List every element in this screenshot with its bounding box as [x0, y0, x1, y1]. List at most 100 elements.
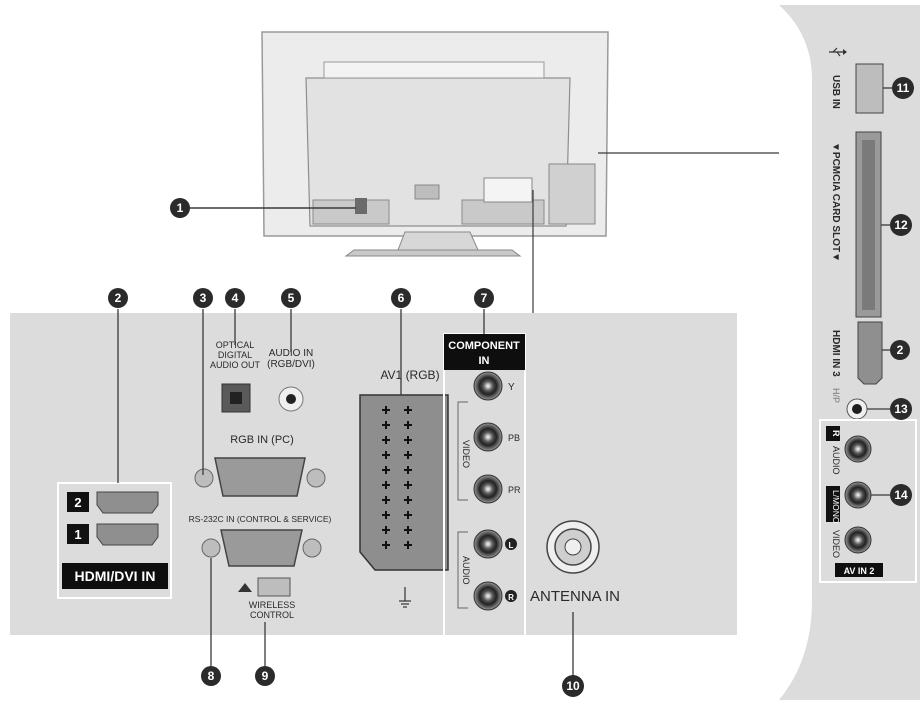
scart-pin: [382, 496, 390, 504]
optical-port-inner: [230, 392, 242, 404]
scart-pin: [404, 481, 412, 489]
svg-text:2: 2: [897, 343, 904, 357]
av1-rgb-label: AV1 (RGB): [380, 368, 439, 382]
component-pb-jack[interactable]: [473, 422, 503, 452]
tv-side-port-area: [548, 163, 596, 225]
optical-label-line2: DIGITAL: [218, 350, 252, 360]
av2-audio-r-jack[interactable]: [844, 435, 872, 463]
svg-text:13: 13: [894, 402, 908, 416]
callout-badge-3: 3: [193, 288, 213, 308]
rgb-in-pc-port[interactable]: [214, 457, 306, 497]
component-l-label: L: [509, 541, 514, 550]
av2-audio-l-jack[interactable]: [844, 481, 872, 509]
wireless-label-line1: WIRELESS: [249, 600, 296, 610]
side-connection-panel: [779, 5, 920, 700]
component-in-group: COMPONENT IN Y PB PR VIDEO L R AUDIO: [443, 333, 526, 660]
rs232-screw-right: [302, 538, 322, 558]
scart-pin: [404, 526, 412, 534]
av2-video-jack[interactable]: [844, 526, 872, 554]
av2-audio-label: AUDIO: [831, 446, 841, 475]
svg-text:6: 6: [398, 291, 405, 305]
svg-text:3: 3: [200, 291, 207, 305]
hdmi-port-2-tag: [67, 492, 89, 512]
tv-rear-view: [261, 31, 609, 257]
svg-text:8: 8: [208, 669, 215, 683]
hdmi-group-frame: [57, 482, 172, 599]
av-in-2-group: VIDEO L/MONO AUDIO R AV IN 2: [819, 419, 917, 583]
rs232c-label: RS-232C IN (CONTROL & SERVICE): [189, 514, 332, 524]
tv-stand-base: [344, 249, 522, 257]
callout-badge-2-side: 2: [890, 340, 910, 360]
component-pr-jack[interactable]: [473, 474, 503, 504]
rs232c-port[interactable]: [220, 529, 303, 567]
hdmi-port-1-number: 1: [74, 527, 81, 542]
component-y-label: Y: [508, 382, 515, 393]
av2-mono-tag: [826, 486, 840, 522]
scart-pin: [382, 436, 390, 444]
svg-text:2: 2: [115, 291, 122, 305]
av2-r-label: R: [831, 430, 841, 437]
svg-text:11: 11: [897, 81, 910, 95]
scart-pin: [382, 481, 390, 489]
component-label-plate: [444, 334, 525, 370]
component-l-badge: [505, 538, 517, 550]
scart-pin: [382, 406, 390, 414]
scart-pin: [404, 511, 412, 519]
callout-badge-11: 11: [892, 77, 914, 99]
scart-pin: [404, 541, 412, 549]
callout-lines: [117, 87, 893, 676]
av2-video-label: VIDEO: [831, 530, 841, 558]
usb-in-label: USB IN: [830, 75, 841, 109]
scart-pin: [404, 451, 412, 459]
audio-in-label-line1: AUDIO IN: [269, 348, 313, 359]
scart-pin: [404, 436, 412, 444]
audio-bracket-label: AUDIO: [461, 556, 471, 585]
component-label-line2: IN: [479, 355, 490, 367]
scart-pin: [382, 421, 390, 429]
headphone-jack[interactable]: [852, 404, 862, 414]
av2-mono-label: L/MONO: [831, 490, 841, 524]
scart-pin: [382, 541, 390, 549]
usb-icon: [829, 47, 847, 57]
hdmi-port-2-number: 2: [74, 495, 81, 510]
svg-text:7: 7: [481, 291, 488, 305]
hdmi-port-1-tag: [67, 524, 89, 544]
tv-rear-vent: [414, 184, 440, 200]
av1-scart-port[interactable]: [359, 394, 449, 571]
hdmi-port-1[interactable]: [96, 523, 159, 546]
component-audio-r-jack[interactable]: [473, 581, 503, 611]
tv-rear-port-area-left: [312, 199, 390, 225]
audio-in-label-line2: (RGB/DVI): [267, 359, 315, 370]
pcmcia-slot-opening: [862, 140, 875, 310]
callout-badge-13: 13: [890, 398, 912, 420]
audio-in-jack[interactable]: [286, 394, 296, 404]
svg-text:12: 12: [894, 218, 908, 232]
tv-rear-port-box: [483, 177, 533, 203]
hdmi-in-3-port[interactable]: [857, 321, 883, 385]
component-y-jack[interactable]: [473, 371, 503, 401]
hdmi-port-2[interactable]: [96, 491, 159, 514]
component-r-badge: [505, 590, 517, 602]
component-label-line1: COMPONENT: [448, 340, 520, 352]
component-audio-l-jack[interactable]: [473, 529, 503, 559]
headphone-label: H/P: [831, 388, 841, 403]
optical-label-line3: AUDIO OUT: [210, 360, 261, 370]
callout-badge-12: 12: [890, 214, 912, 236]
rs232-screw-left: [201, 538, 221, 558]
up-triangle-icon: [238, 583, 252, 592]
tv-stand-neck: [397, 231, 479, 251]
scart-pin: [404, 496, 412, 504]
av2-group-frame: [819, 419, 917, 583]
video-bracket-label: VIDEO: [461, 440, 471, 468]
hdmi-dvi-group: 2 1 HDMI/DVI IN: [57, 482, 172, 599]
scart-pin: [382, 451, 390, 459]
component-r-label: R: [508, 593, 514, 602]
callout-badge-7: 7: [474, 288, 494, 308]
svg-text:1: 1: [177, 201, 184, 215]
wireless-control-port[interactable]: [257, 577, 291, 597]
usb-in-port[interactable]: [855, 63, 884, 114]
scart-pin: [382, 526, 390, 534]
scart-pin: [404, 421, 412, 429]
tv-power-socket: [355, 198, 367, 214]
